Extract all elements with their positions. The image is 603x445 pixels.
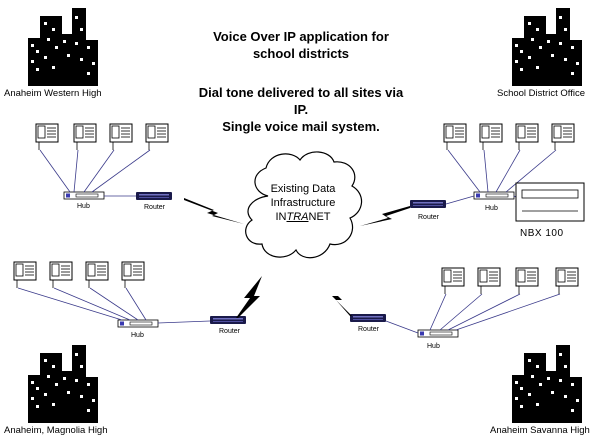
building-icon-bottom-left [28, 345, 98, 423]
building-icon-top-right [512, 8, 582, 86]
cloud-line-1: Existing Data [270, 183, 336, 195]
site-label-top-left: Anaheim Western High [4, 88, 102, 99]
router-icon-bottom-right [350, 314, 386, 322]
subtitle-line-2: IP. [293, 102, 309, 117]
phone-group-bottom-right [441, 267, 579, 295]
hub-label-bottom-right: Hub [427, 343, 440, 350]
site-label-top-right: School District Office [497, 88, 585, 99]
cloud-label: Existing Data Infrastructure INTRANET [248, 182, 358, 224]
hub-icon-top-right [473, 191, 515, 200]
router-icon-top-left [136, 192, 172, 200]
nbx-100-label: NBX 100 [520, 228, 564, 239]
phone-group-top-right [443, 123, 575, 151]
subtitle-line-1: Dial tone delivered to all sites via [198, 85, 404, 100]
cloud-line-3-prefix: IN [275, 211, 287, 223]
phone-group-top-left [35, 123, 169, 151]
building-icon-bottom-right [512, 345, 582, 423]
cloud-line-3-suffix: NET [308, 211, 331, 223]
title-line-1: Voice Over IP application for [213, 29, 389, 44]
router-label-bottom-right: Router [358, 326, 380, 333]
hub-icon-bottom-right [417, 329, 459, 338]
hub-label-top-left: Hub [77, 203, 90, 210]
site-label-bottom-right: Anaheim Savanna High [490, 425, 590, 436]
wan-links [184, 198, 410, 318]
cloud-line-3-italic: TRA [286, 211, 309, 223]
phone-group-bottom-left [13, 261, 145, 289]
hub-icon-bottom-left [117, 319, 159, 328]
cloud-line-2: Infrastructure [270, 197, 336, 209]
router-label-bottom-left: Router [219, 328, 241, 335]
subtitle-line-3: Single voice mail system. [222, 119, 380, 134]
title-line-2: school districts [252, 46, 350, 61]
diagram-title: Voice Over IP application for school dis… [176, 28, 426, 62]
cloud-line-3: INTRANET [248, 210, 358, 224]
router-label-top-left: Router [144, 204, 166, 211]
router-icon-top-right [410, 200, 446, 208]
router-icon-bottom-left [210, 316, 246, 324]
router-label-top-right: Router [418, 214, 440, 221]
diagram-subtitle: Dial tone delivered to all sites via IP.… [170, 84, 432, 135]
hub-icon-top-left [63, 191, 105, 200]
nbx-100-icon [515, 182, 585, 222]
building-icon-top-left [28, 8, 98, 86]
intranet-cloud [245, 151, 363, 259]
hub-label-bottom-left: Hub [131, 332, 144, 339]
site-label-bottom-left: Anaheim, Magnolia High [4, 425, 108, 436]
hub-label-top-right: Hub [485, 205, 498, 212]
